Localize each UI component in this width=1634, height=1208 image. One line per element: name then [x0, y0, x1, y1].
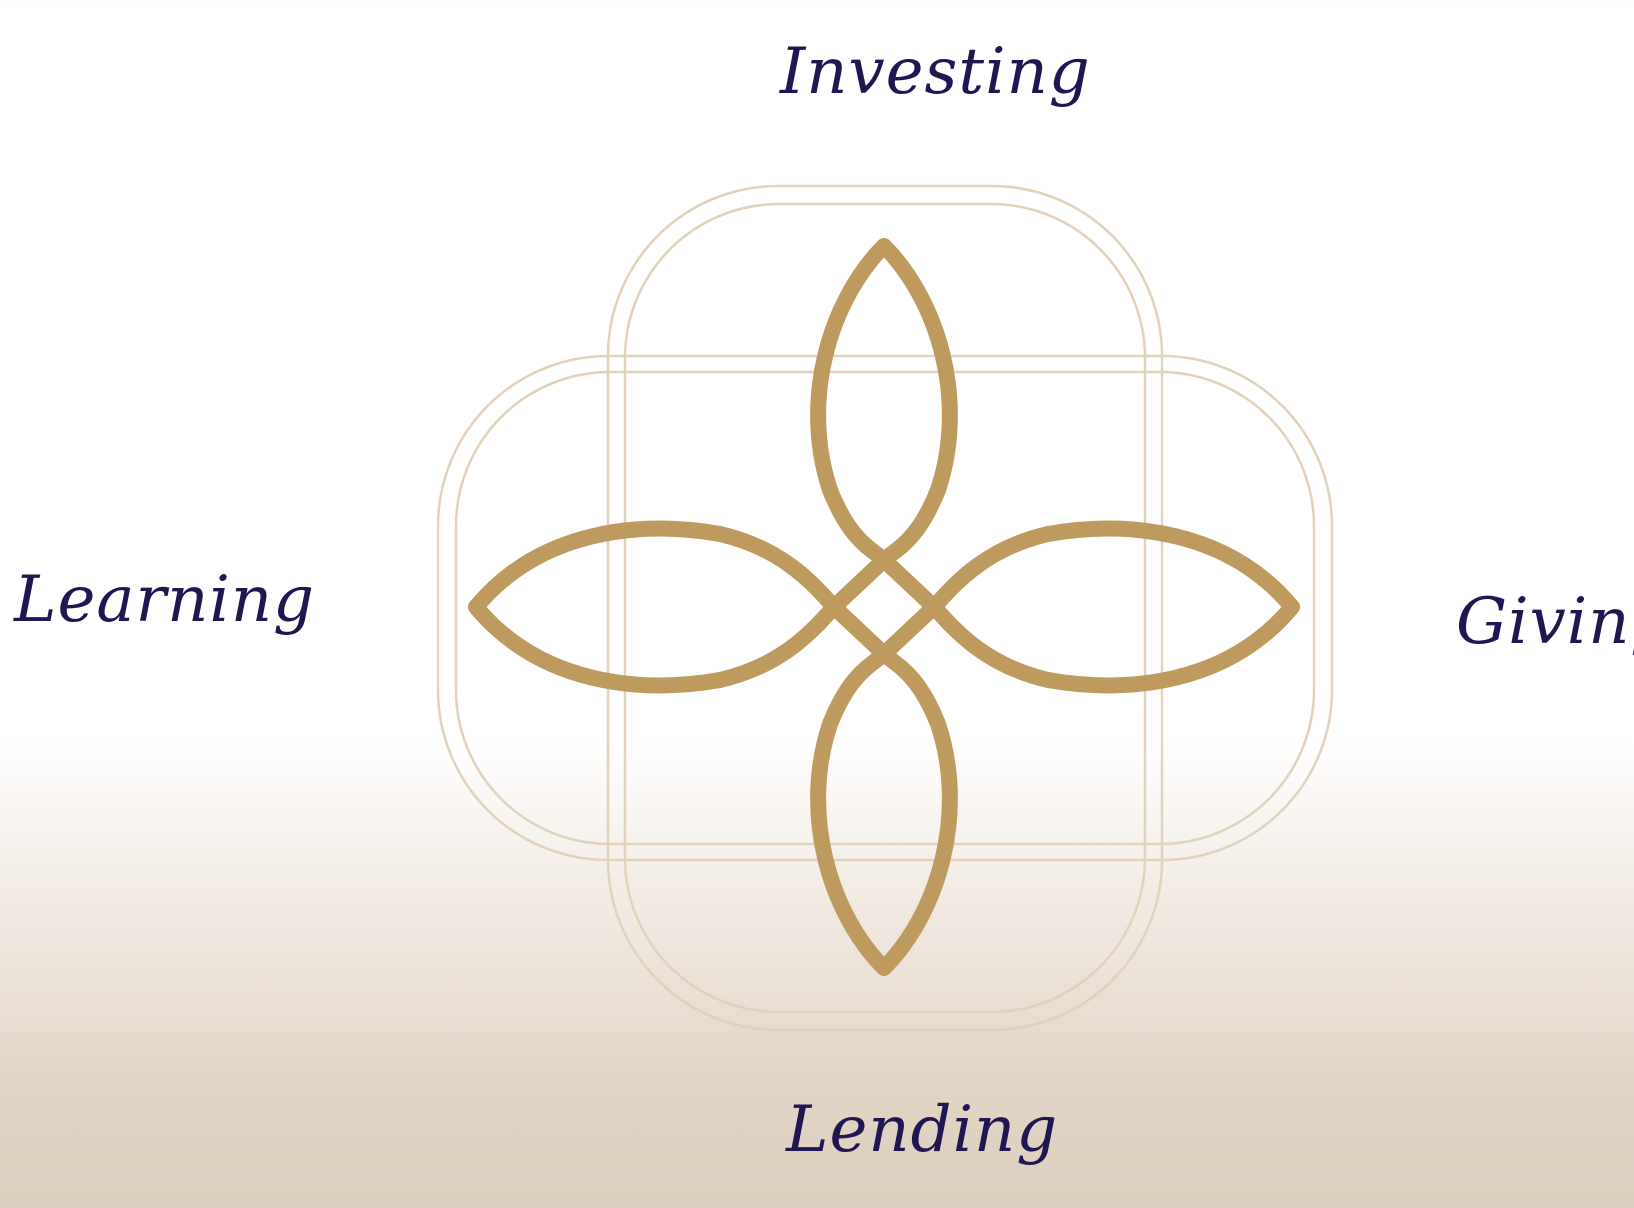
outline-vertical-capsule-inner: [625, 204, 1145, 1012]
petal-top: [818, 246, 950, 560]
petal-right: [934, 529, 1292, 686]
label-lending: Lending: [786, 1098, 1058, 1162]
label-learning: Learning: [14, 568, 315, 632]
petal-left: [476, 529, 834, 686]
label-investing: Investing: [780, 40, 1091, 104]
petal-bottom: [818, 654, 950, 968]
center-interlace: [834, 560, 934, 654]
outline-vertical-capsule-outer: [608, 186, 1162, 1030]
outline-horizontal-capsule-outer: [438, 356, 1332, 860]
label-giving: Giving: [1456, 590, 1634, 654]
outline-shape: [438, 186, 1332, 1030]
outline-horizontal-capsule-inner: [456, 372, 1314, 844]
